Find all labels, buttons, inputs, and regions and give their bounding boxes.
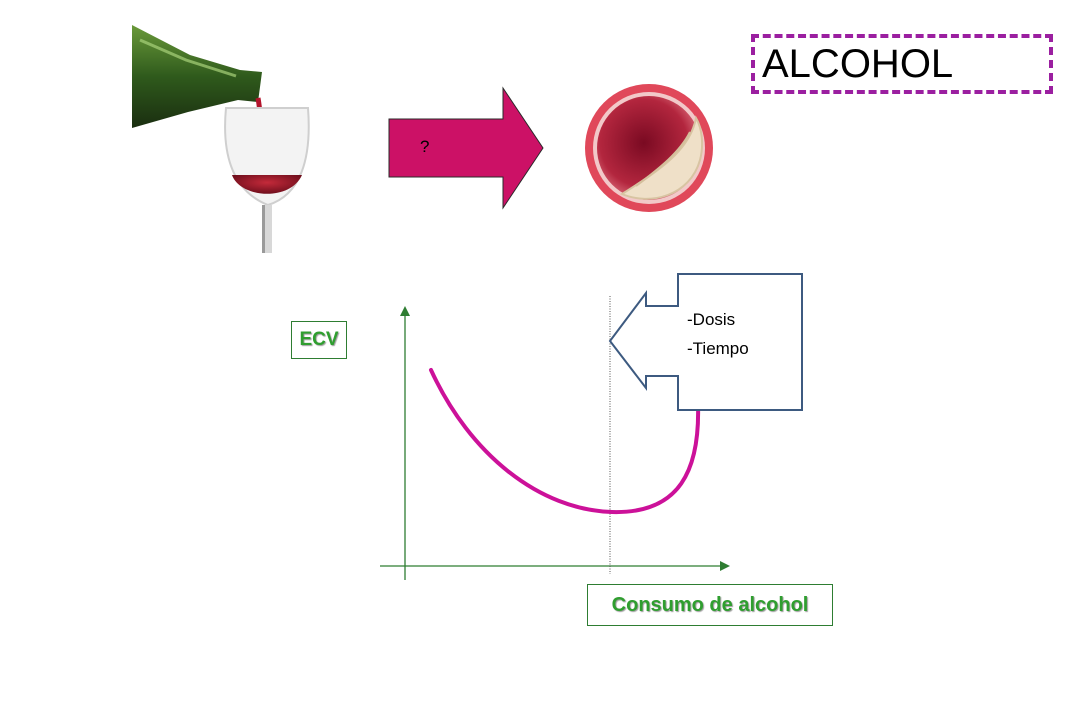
page-title: ALCOHOL xyxy=(762,42,954,86)
left-arrow-callout xyxy=(608,273,803,411)
wine-pouring-icon xyxy=(132,25,310,253)
artery-cross-section-icon xyxy=(585,84,713,212)
y-axis-label-box: ECV xyxy=(291,321,347,359)
x-axis-arrowhead xyxy=(720,561,730,571)
arrow-label: ? xyxy=(420,137,430,156)
j-curve xyxy=(429,368,701,515)
x-axis-label-box: Consumo de alcohol xyxy=(587,584,833,626)
y-axis-label: ECV xyxy=(299,329,339,350)
factor-dose: -Dosis xyxy=(687,310,736,329)
block-arrow-right xyxy=(388,86,544,210)
title-box xyxy=(751,34,1053,94)
x-axis-label: Consumo de alcohol xyxy=(611,593,809,616)
factor-time: -Tiempo xyxy=(687,339,749,358)
factors-list: -Dosis -Tiempo xyxy=(687,305,749,363)
y-axis-arrowhead xyxy=(400,306,410,316)
